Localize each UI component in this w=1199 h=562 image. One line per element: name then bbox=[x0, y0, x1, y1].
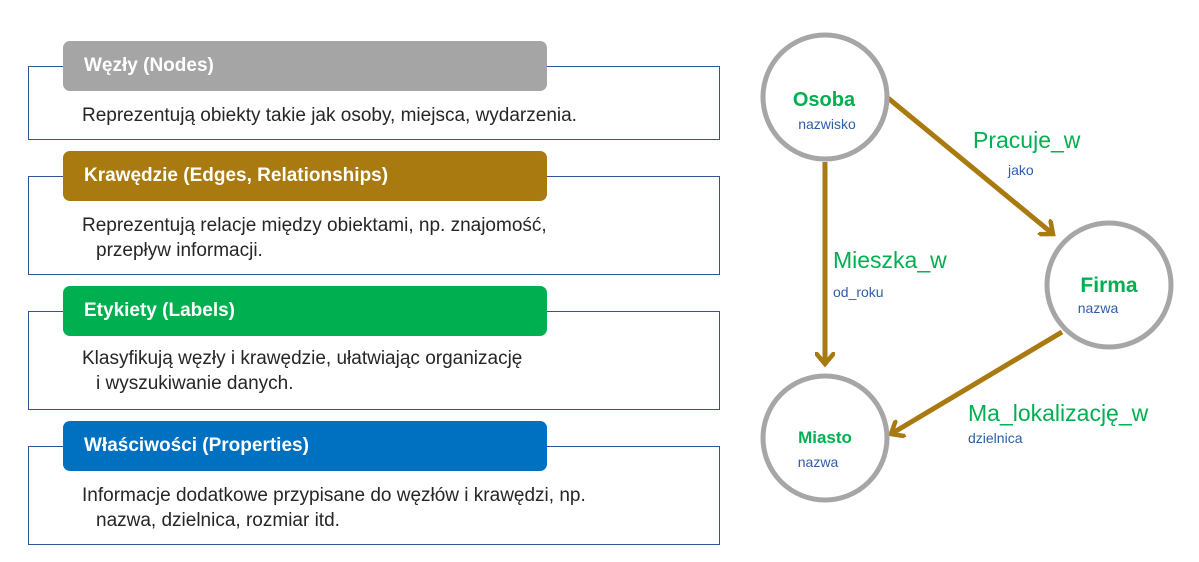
node-firma-label: Firma bbox=[1080, 274, 1138, 297]
card-edges-description: Reprezentują relacje między obiektami, n… bbox=[82, 213, 702, 263]
edge-ma-lokalizacje-w bbox=[891, 329, 1064, 434]
edge-pracuje-w-property: jako bbox=[1007, 162, 1034, 178]
card-labels-header: Etykiety (Labels) bbox=[63, 286, 547, 336]
edge-ma-lokalizacje-w-label: Ma_lokalizację_w bbox=[968, 400, 1149, 426]
card-edges-header: Krawędzie (Edges, Relationships) bbox=[63, 151, 547, 201]
graph-diagram: Osoba nazwisko Firma nazwa Miasto nazwa … bbox=[760, 32, 1174, 503]
node-firma-property: nazwa bbox=[1078, 300, 1119, 316]
node-osoba-property: nazwisko bbox=[798, 116, 856, 132]
node-miasto-property: nazwa bbox=[798, 454, 839, 470]
node-miasto bbox=[760, 373, 890, 503]
card-edges-line-2: przepływ informacji. bbox=[96, 240, 263, 261]
card-nodes-description: Reprezentują obiekty takie jak osoby, mi… bbox=[82, 103, 702, 128]
card-properties-description: Informacje dodatkowe przypisane do węzłó… bbox=[82, 483, 702, 533]
card-nodes-header: Węzły (Nodes) bbox=[63, 41, 547, 91]
card-labels-line-2: i wyszukiwanie danych. bbox=[96, 373, 294, 394]
edge-mieszka-w-property: od_roku bbox=[833, 284, 884, 300]
node-osoba-label: Osoba bbox=[793, 89, 856, 111]
edge-mieszka-w-label: Mieszka_w bbox=[833, 247, 947, 273]
card-nodes-line-1: Reprezentują obiekty takie jak osoby, mi… bbox=[82, 105, 577, 126]
node-miasto-label: Miasto bbox=[798, 428, 852, 447]
node-osoba bbox=[760, 32, 890, 162]
node-firma bbox=[1044, 220, 1174, 350]
edge-pracuje-w bbox=[886, 96, 1053, 234]
card-properties-line-1: Informacje dodatkowe przypisane do węzłó… bbox=[82, 485, 586, 506]
card-properties-line-2: nazwa, dzielnica, rozmiar itd. bbox=[96, 510, 340, 531]
edge-ma-lokalizacje-w-property: dzielnica bbox=[968, 430, 1023, 446]
card-edges-line-1: Reprezentują relacje między obiektami, n… bbox=[82, 215, 547, 236]
card-labels-description: Klasyfikują węzły i krawędzie, ułatwiają… bbox=[82, 346, 702, 396]
card-labels-line-1: Klasyfikują węzły i krawędzie, ułatwiają… bbox=[82, 348, 523, 369]
card-properties-header: Właściwości (Properties) bbox=[63, 421, 547, 471]
edge-pracuje-w-label: Pracuje_w bbox=[973, 127, 1081, 153]
